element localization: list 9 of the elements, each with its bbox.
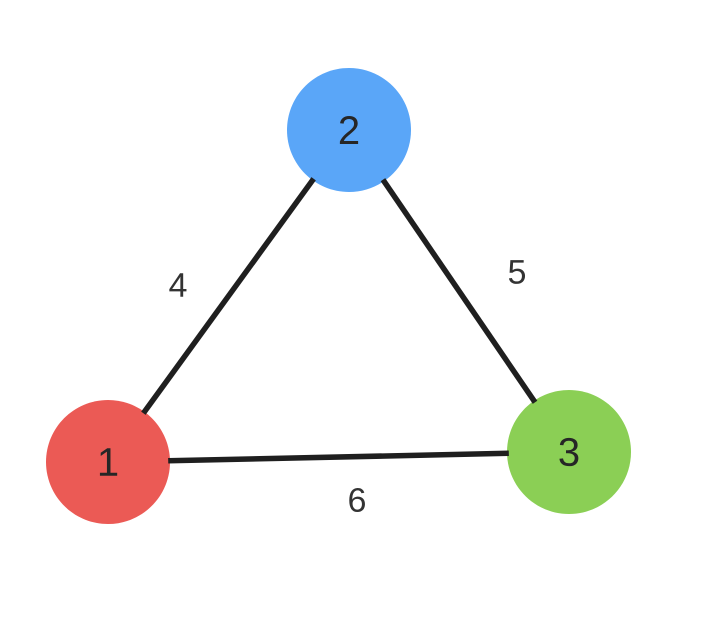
circle-node: 3 (507, 390, 631, 514)
edge-line (141, 177, 316, 415)
edge-line (168, 450, 509, 464)
circle-node: 2 (287, 68, 411, 192)
edge-label: 4 (169, 273, 186, 297)
circle-node: 1 (46, 400, 170, 524)
edge-label: 5 (508, 260, 526, 284)
edge-label: 6 (349, 488, 365, 512)
edge-line (380, 178, 538, 404)
